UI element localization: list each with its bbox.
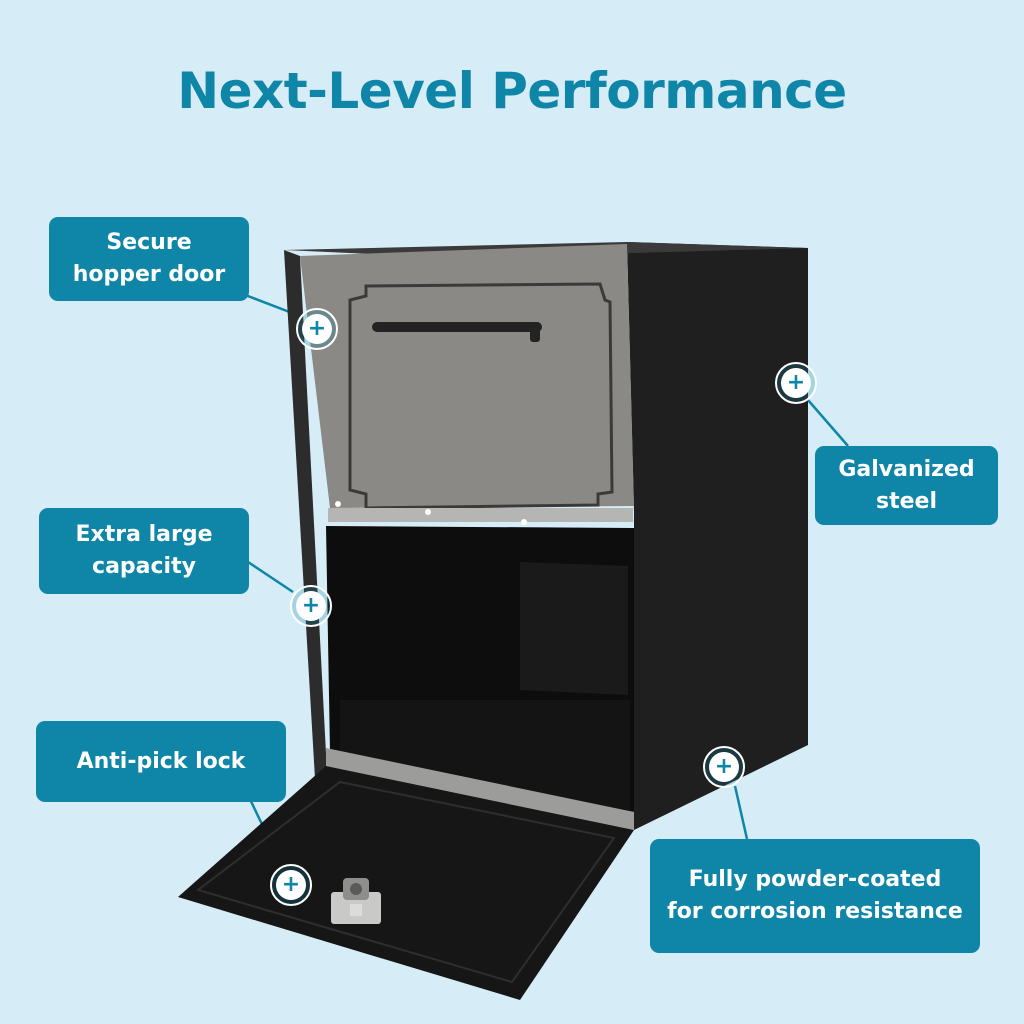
callout-secure-hopper-door: Secure hopper door [49,217,249,301]
callout-powder-coated: Fully powder-coated for corrosion resist… [650,839,980,953]
plus-icon: + [276,870,306,900]
anti-pick-lock [331,878,381,924]
hotspot-hopper-door[interactable]: + [296,308,338,350]
hotspot-powder-coated[interactable]: + [703,746,745,788]
callout-galvanized-steel: Galvanized steel [815,446,998,525]
hotspot-lock[interactable]: + [270,864,312,906]
plus-icon: + [296,591,326,621]
plus-icon: + [709,752,739,782]
hopper-door-handle [372,322,542,332]
hopper-door-panel [300,244,634,508]
hotspot-galvanized-steel[interactable]: + [775,362,817,404]
plus-icon: + [781,368,811,398]
hinge-strip [328,508,633,522]
hotspot-capacity[interactable]: + [290,585,332,627]
mailbox-side [627,242,808,830]
front-door [178,766,634,1000]
callout-anti-pick-lock: Anti-pick lock [36,721,286,802]
callout-extra-large-capacity: Extra large capacity [39,508,249,594]
mailbox-left-frame [284,250,330,830]
lower-hinge [326,748,634,830]
plus-icon: + [302,314,332,344]
hopper-door-border [348,282,614,510]
page-title: Next-Level Performance [177,62,847,120]
